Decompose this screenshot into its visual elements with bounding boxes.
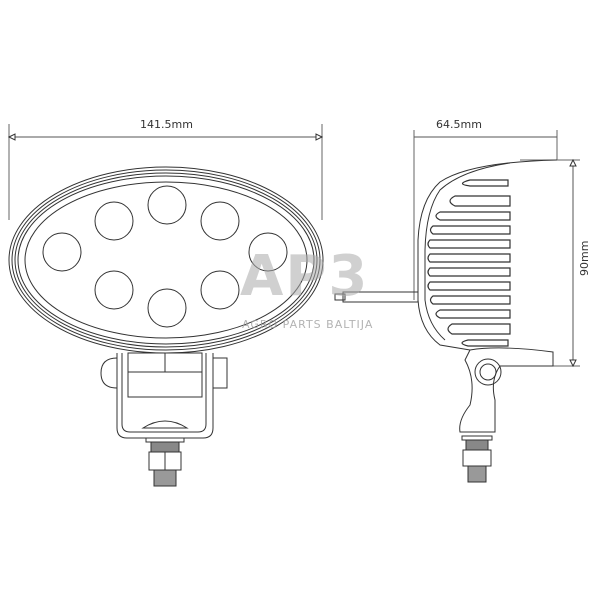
watermark-logo: AP3 — [240, 244, 370, 309]
depth-dimension-line — [413, 130, 558, 300]
watermark-text: AGRO PARTS BALTIJA — [242, 318, 374, 331]
front-view — [8, 166, 324, 487]
height-dimension-line — [520, 158, 580, 368]
side-view — [334, 159, 558, 483]
depth-dimension-label: 64.5mm — [436, 118, 482, 131]
height-dimension-label: 90mm — [578, 240, 591, 276]
width-dimension-label: 141.5mm — [140, 118, 193, 131]
width-dimension-line — [7, 124, 324, 220]
